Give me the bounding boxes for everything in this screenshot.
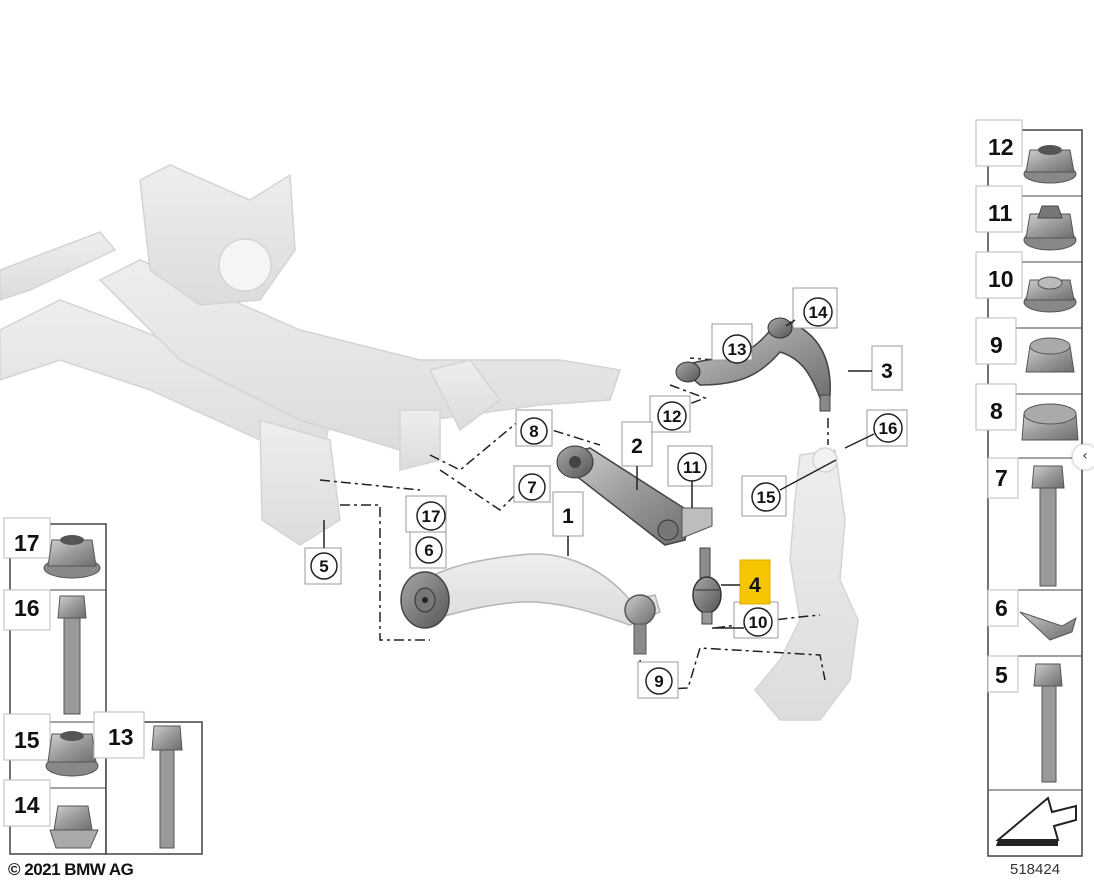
parts-panel-left: 17 16 15 14 <box>3 517 203 855</box>
svg-text:15: 15 <box>14 727 40 753</box>
svg-text:15: 15 <box>757 488 776 507</box>
svg-text:9: 9 <box>654 672 663 691</box>
svg-text:5: 5 <box>995 662 1008 688</box>
part-cell-12[interactable]: 12 <box>975 119 1077 184</box>
part-cell-9[interactable]: 9 <box>975 317 1075 373</box>
diagram-id: 518424 <box>1010 861 1061 878</box>
copyright-text: © 2021 BMW AG <box>8 860 134 879</box>
flange-nut-icon <box>43 535 101 579</box>
svg-text:17: 17 <box>14 530 40 556</box>
part-cell-11[interactable]: 11 <box>975 185 1077 251</box>
callout-2[interactable]: 2 <box>621 421 653 490</box>
hex-nut-large-icon <box>1021 403 1079 441</box>
svg-text:12: 12 <box>663 407 682 426</box>
cage-nut-icon <box>49 805 99 849</box>
svg-text:2: 2 <box>631 435 643 458</box>
callouts: 7 8 17 6 5 12 <box>304 287 908 699</box>
part-cell-7[interactable]: 7 <box>987 457 1065 587</box>
lock-nut-icon <box>1023 205 1077 251</box>
tension-strut <box>556 445 713 546</box>
callout-11[interactable]: 11 <box>667 445 713 508</box>
clip-icon <box>1019 611 1077 641</box>
callout-4-highlighted[interactable]: 4 <box>721 559 771 605</box>
part-cell-15[interactable]: 15 <box>3 713 99 777</box>
svg-text:10: 10 <box>988 266 1014 292</box>
flange-nut-icon <box>1023 145 1077 184</box>
hex-nut-icon <box>45 731 99 777</box>
svg-text:17: 17 <box>422 507 441 526</box>
svg-text:9: 9 <box>990 332 1003 358</box>
part-cell-16[interactable]: 16 <box>3 589 87 715</box>
svg-text:4: 4 <box>749 574 761 597</box>
part-cell-6[interactable]: 6 <box>987 589 1077 641</box>
part-cell-5[interactable]: 5 <box>987 655 1063 783</box>
svg-text:12: 12 <box>988 134 1014 160</box>
direction-arrow-icon <box>995 796 1077 846</box>
part-cell-8[interactable]: 8 <box>975 383 1079 441</box>
svg-text:10: 10 <box>749 613 768 632</box>
callout-14[interactable]: 14 <box>785 287 838 329</box>
svg-text:13: 13 <box>728 340 747 359</box>
callout-12[interactable]: 12 <box>649 395 691 433</box>
callout-7[interactable]: 7 <box>513 465 551 503</box>
svg-text:11: 11 <box>988 200 1013 226</box>
part-cell-17[interactable]: 17 <box>3 517 101 579</box>
bolt-icon <box>1031 465 1065 587</box>
svg-text:16: 16 <box>14 595 40 621</box>
callout-9[interactable]: 9 <box>637 661 679 699</box>
part-cell-13[interactable]: 13 <box>93 711 183 849</box>
callout-5[interactable]: 5 <box>304 520 342 585</box>
svg-text:7: 7 <box>995 465 1008 491</box>
svg-text:3: 3 <box>881 360 893 383</box>
svg-text:16: 16 <box>879 419 898 438</box>
svg-text:6: 6 <box>424 541 433 560</box>
callout-3[interactable]: 3 <box>848 345 903 391</box>
callout-16[interactable]: 16 <box>844 409 908 449</box>
ball-joint <box>692 547 722 625</box>
chevron-left-icon[interactable]: ‹ <box>1072 444 1094 470</box>
lower-control-arm <box>400 553 661 655</box>
long-bolt-icon <box>151 725 183 849</box>
callout-15[interactable]: 15 <box>741 459 837 517</box>
callout-10[interactable]: 10 <box>712 601 779 639</box>
hex-nut-icon <box>1025 337 1075 373</box>
svg-text:7: 7 <box>527 478 536 497</box>
part-cell-10[interactable]: 10 <box>975 251 1077 313</box>
svg-text:5: 5 <box>319 557 328 576</box>
callout-13[interactable]: 13 <box>711 323 753 364</box>
callout-8[interactable]: 8 <box>515 409 553 447</box>
long-bolt-icon <box>1033 663 1063 783</box>
svg-text:11: 11 <box>683 458 701 477</box>
upper-wishbone <box>675 317 831 412</box>
svg-text:13: 13 <box>108 724 134 750</box>
subframe-ghost <box>0 164 621 546</box>
steering-knuckle-ghost <box>754 447 859 721</box>
bolt-icon <box>57 595 87 715</box>
svg-text:14: 14 <box>14 792 40 818</box>
castle-nut-icon <box>1023 276 1077 313</box>
svg-text:8: 8 <box>990 398 1003 424</box>
svg-text:1: 1 <box>562 505 574 528</box>
callout-6[interactable]: 6 <box>409 531 447 569</box>
parts-panel-right: 12 11 10 <box>975 119 1083 857</box>
svg-text:6: 6 <box>995 595 1008 621</box>
svg-text:8: 8 <box>529 422 538 441</box>
callout-1[interactable]: 1 <box>552 491 584 556</box>
callout-17[interactable]: 17 <box>405 495 447 533</box>
part-cell-14[interactable]: 14 <box>3 779 99 849</box>
svg-text:14: 14 <box>809 303 828 322</box>
